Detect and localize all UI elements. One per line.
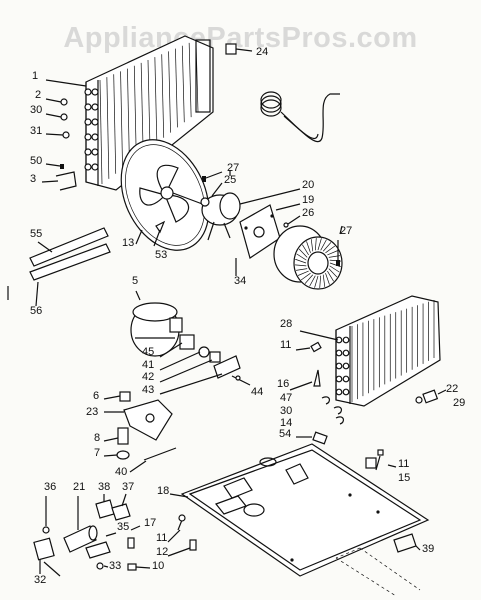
part-label: 35 xyxy=(117,521,129,533)
part-label: 20 xyxy=(302,179,314,191)
compressor-mounts xyxy=(103,391,177,473)
part-label: 56 xyxy=(30,305,42,317)
part-label: 53 xyxy=(155,249,167,261)
drain-fitting xyxy=(415,389,447,404)
part-label: 15 xyxy=(398,472,410,484)
part-label: 10 xyxy=(152,560,164,572)
part-label: 26 xyxy=(302,207,314,219)
motor-bracket xyxy=(239,204,281,259)
part-label: 6 xyxy=(93,390,99,402)
base-pan xyxy=(169,443,430,577)
part-label: 27 xyxy=(340,225,352,237)
part-label: 39 xyxy=(422,543,434,555)
condenser-coil xyxy=(84,35,214,191)
part-label: 7 xyxy=(94,447,100,459)
part-label: 1 xyxy=(32,70,38,82)
part-label: 37 xyxy=(122,481,134,493)
part-label: 14 xyxy=(280,417,292,429)
fan-blade xyxy=(120,139,210,251)
part-label: 38 xyxy=(98,481,110,493)
part-label: 24 xyxy=(256,46,268,58)
part-label: 13 xyxy=(122,237,134,249)
part-label: 41 xyxy=(142,359,154,371)
watermark: AppliancePartsPros.com xyxy=(63,22,418,54)
insulation-strips xyxy=(29,227,111,307)
part-label: 27 xyxy=(227,162,239,174)
compressor xyxy=(130,290,183,357)
part-label: 23 xyxy=(86,406,98,418)
part-label: 2 xyxy=(35,89,41,101)
capillary-tube xyxy=(260,91,340,143)
part-label: 34 xyxy=(234,275,246,287)
part-label: 43 xyxy=(142,384,154,396)
part-label: 12 xyxy=(156,546,168,558)
part-label: 33 xyxy=(109,560,121,572)
clip-24 xyxy=(225,43,253,55)
leader-lines xyxy=(7,170,343,300)
part-label: 36 xyxy=(44,481,56,493)
fan-motor xyxy=(200,192,241,241)
part-label: 29 xyxy=(453,397,465,409)
part-label: 22 xyxy=(446,383,458,395)
part-label: 30 xyxy=(30,104,42,116)
part-label: 30 xyxy=(280,405,292,417)
part-label: 19 xyxy=(302,194,314,206)
part-label: 42 xyxy=(142,371,154,383)
part-label: 40 xyxy=(115,466,127,478)
mounting-bracket xyxy=(335,533,421,597)
part-label: 32 xyxy=(34,574,46,586)
part-label: 25 xyxy=(224,174,236,186)
screws-right xyxy=(365,449,397,471)
overload-parts xyxy=(159,334,251,395)
part-label: 31 xyxy=(30,125,42,137)
part-label: 45 xyxy=(142,346,154,358)
part-label: 47 xyxy=(280,392,292,404)
part-label: 54 xyxy=(279,428,291,440)
part-label: 28 xyxy=(280,318,292,330)
part-label: 3 xyxy=(30,173,36,185)
part-label: 18 xyxy=(157,485,169,497)
part-label: 16 xyxy=(277,378,289,390)
blower-wheel xyxy=(273,225,343,290)
part-label: 5 xyxy=(132,275,138,287)
part-label: 44 xyxy=(251,386,263,398)
part-label: 11 xyxy=(156,532,167,544)
part-label: 11 xyxy=(280,339,291,351)
part-label: 21 xyxy=(73,481,85,493)
part-label: 17 xyxy=(144,517,156,529)
coil-hardware xyxy=(41,79,87,191)
screws-center xyxy=(167,514,197,557)
part-label: 11 xyxy=(398,458,409,470)
evaporator-coil xyxy=(299,295,441,407)
part-label: 50 xyxy=(30,155,42,167)
small-parts-right xyxy=(289,341,447,445)
part-label: 8 xyxy=(94,432,100,444)
part-label: 55 xyxy=(30,228,42,240)
control-parts xyxy=(33,493,151,577)
